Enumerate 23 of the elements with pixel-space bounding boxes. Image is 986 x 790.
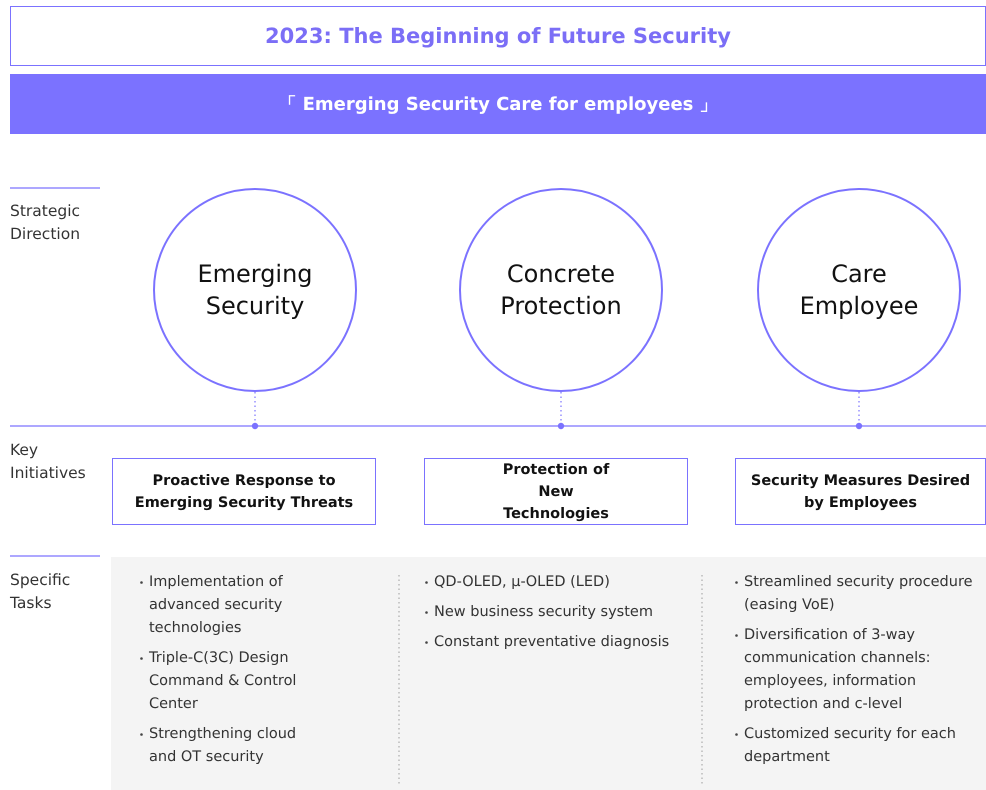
row-heading: Key Initiatives (10, 440, 87, 484)
task-item: Constant preventative diagnosis (434, 634, 670, 650)
initiative-box: Proactive Response to Emerging Security Threats (112, 458, 376, 525)
task-item: Triple-C(3C) Design Command & Control Center (149, 650, 296, 712)
direction-circle: Concrete Protection (459, 188, 663, 392)
direction-circle: Care Employee (757, 188, 961, 392)
initiative-box: Security Measures Desired by Employees (735, 458, 986, 525)
task-item: New business security system (434, 604, 653, 620)
task-item: Streamlined security procedure (easing VoE) (744, 574, 973, 613)
task-item: Implementation of advanced security technologies (149, 574, 283, 636)
row-heading: Strategic Direction (10, 201, 82, 245)
direction-circle: Emerging Security (153, 188, 357, 392)
initiative-box: Protection of New Technologies (424, 458, 688, 525)
banner: 「 Emerging Security Care for employees 」 (10, 74, 986, 134)
task-item: QD-OLED, μ-OLED (LED) (434, 574, 610, 590)
row-heading: Specific Tasks (10, 570, 72, 614)
title-box: 2023: The Beginning of Future Security (10, 6, 986, 66)
task-item: Customized security for each department (744, 726, 956, 765)
connector-line (856, 392, 862, 430)
task-item: Diversification of 3-way communication channels: employees, information protection and c-level (744, 627, 931, 712)
task-item: Strengthening cloud and OT security (149, 726, 296, 765)
connector-line (252, 392, 258, 430)
connector-line (558, 392, 564, 430)
